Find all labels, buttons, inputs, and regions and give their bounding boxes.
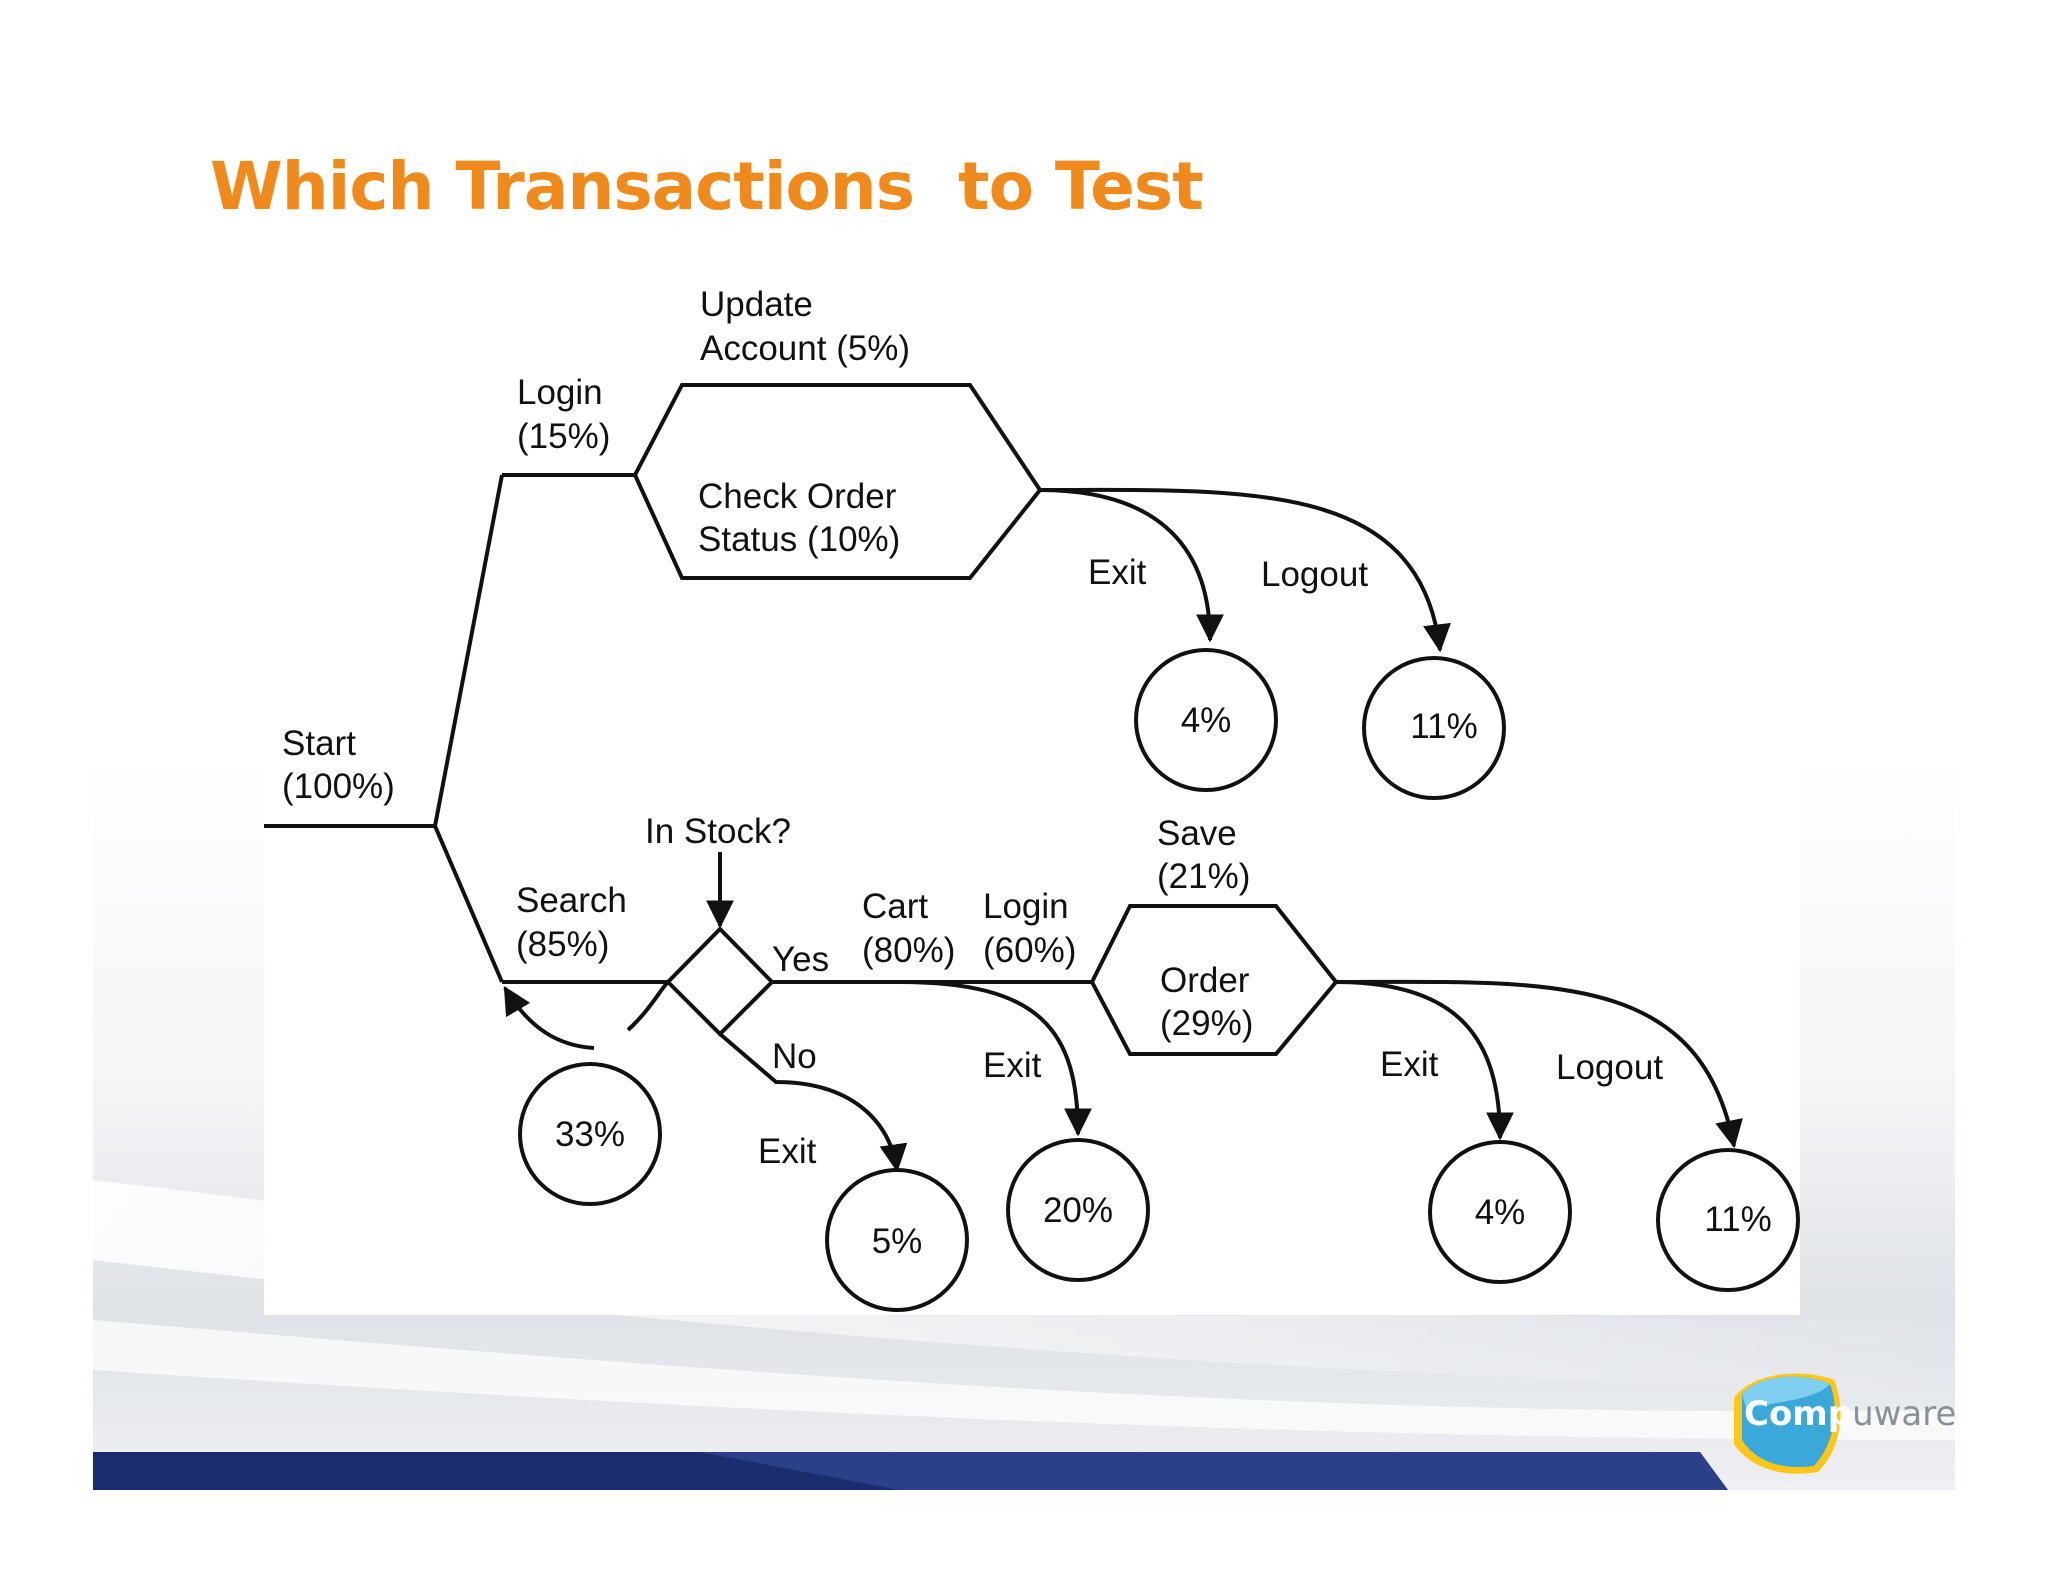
update-account-line2: Account (5%) <box>700 329 910 368</box>
background-swoosh-2 <box>93 1320 1955 1440</box>
login-label-line1: Login <box>517 373 603 412</box>
search-loop-arrow <box>503 985 595 1050</box>
search-loop-node <box>518 1062 662 1206</box>
no-label: No <box>772 1037 817 1076</box>
search-loop-value: 33% <box>555 1115 625 1154</box>
no-exit-node <box>825 1168 969 1312</box>
start-label-line2: (100%) <box>282 767 395 806</box>
cart-exit-label: Exit <box>983 1046 1042 1085</box>
in-stock-decision <box>665 926 775 1037</box>
account-logout-value: 11% <box>1410 707 1477 746</box>
start-label-line1: Start <box>282 724 356 763</box>
account-logout-label: Logout <box>1261 555 1368 594</box>
search-branch-line <box>433 825 504 983</box>
order-logout-value: 11% <box>1704 1200 1771 1239</box>
check-order-line2: Status (10%) <box>698 520 900 559</box>
order-exit-value: 4% <box>1475 1193 1526 1232</box>
search-label-line2: (85%) <box>516 925 609 964</box>
order-logout-arrow <box>1335 979 1743 1149</box>
compuware-logo-mark <box>1734 1373 1841 1474</box>
account-exit-node <box>1134 648 1278 792</box>
order-label-line1: Order <box>1160 961 1250 1000</box>
account-exit-value: 4% <box>1181 701 1232 740</box>
page-title: Which Transactions to Test <box>210 148 1204 225</box>
cart-exit-arrow <box>899 980 1092 1137</box>
account-logout-arrow <box>1039 487 1451 653</box>
cart-exit-value: 20% <box>1043 1191 1113 1230</box>
order-label-line2: (29%) <box>1160 1004 1253 1043</box>
logo-text-main: Comp <box>1744 1394 1853 1434</box>
no-exit-arrow <box>718 1032 908 1173</box>
update-account-line1: Update <box>700 285 813 324</box>
order-logout-label: Logout <box>1556 1048 1663 1087</box>
order-exit-node <box>1428 1140 1572 1284</box>
save-label-line2: (21%) <box>1157 857 1250 896</box>
search-label-line1: Search <box>516 881 627 920</box>
account-exit-label: Exit <box>1088 553 1147 592</box>
footer-band-accent <box>700 1452 1728 1490</box>
no-exit-value: 5% <box>872 1222 923 1261</box>
order-logout-node <box>1656 1148 1800 1292</box>
cart-label-line1: Cart <box>862 887 928 926</box>
account-logout-node <box>1362 656 1506 800</box>
in-stock-label: In Stock? <box>645 812 791 851</box>
logo-text-rest: uware <box>1852 1394 1957 1434</box>
login-order-line1: Login <box>983 887 1069 926</box>
login-order-line2: (60%) <box>983 931 1076 970</box>
cart-exit-node <box>1006 1138 1150 1282</box>
order-exit-label: Exit <box>1380 1045 1439 1084</box>
login-label-line2: (15%) <box>517 417 610 456</box>
yes-label: Yes <box>772 940 829 979</box>
check-order-line1: Check Order <box>698 477 897 516</box>
compuware-logo-text: Compuware <box>1744 1394 1956 1434</box>
no-exit-label: Exit <box>758 1132 817 1171</box>
save-label-line1: Save <box>1157 814 1237 853</box>
search-loop-tail <box>626 980 670 1032</box>
login-branch-line <box>433 474 504 827</box>
cart-label-line2: (80%) <box>862 931 955 970</box>
account-exit-arrow <box>1039 488 1224 643</box>
order-exit-arrow <box>1335 980 1514 1141</box>
